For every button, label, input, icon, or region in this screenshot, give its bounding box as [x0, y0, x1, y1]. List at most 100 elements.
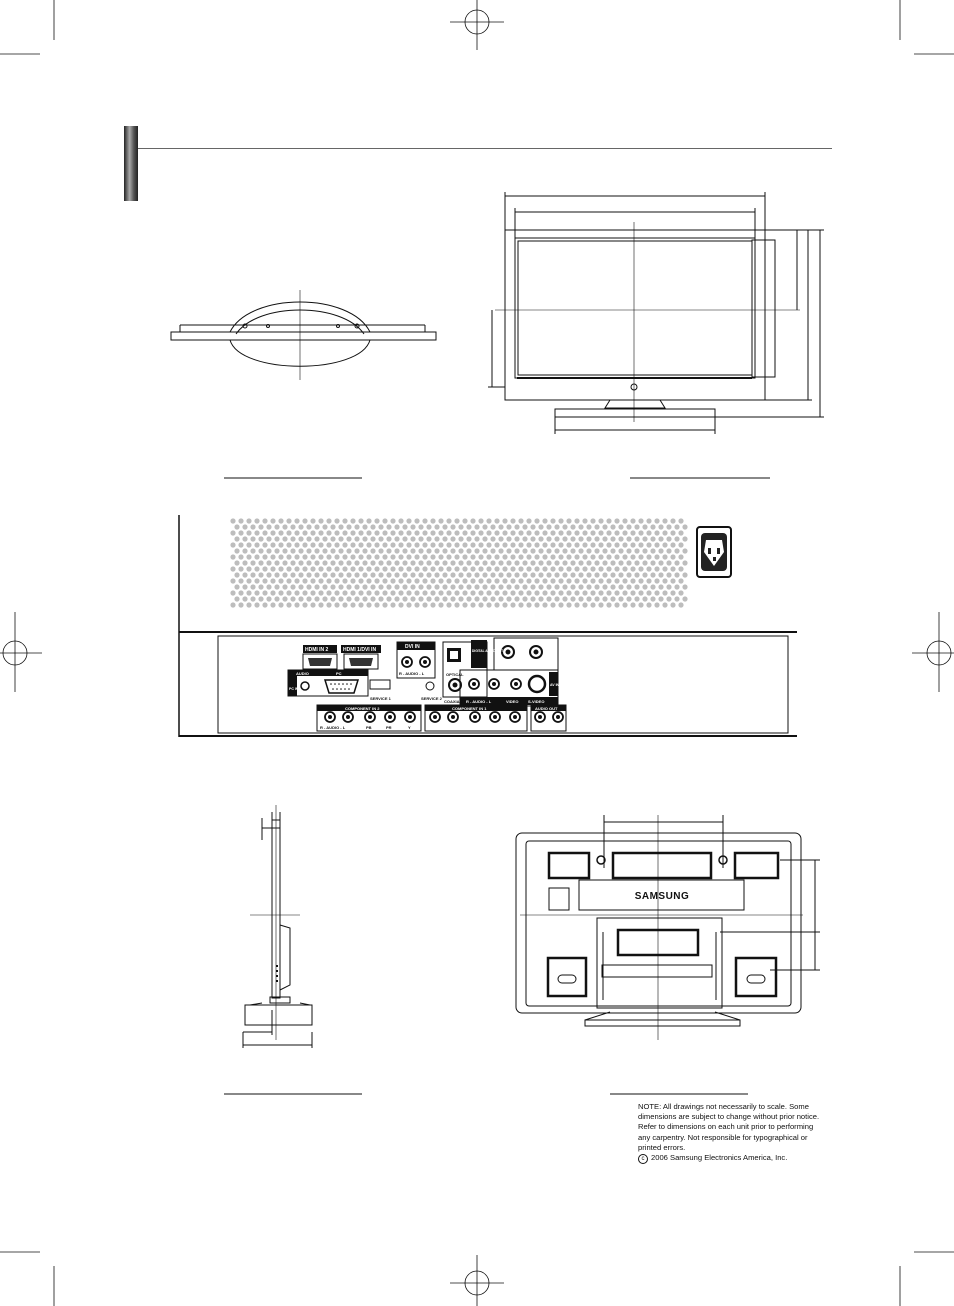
vent-dot — [586, 560, 592, 566]
vent-dot — [230, 590, 236, 596]
vent-dot — [426, 596, 432, 602]
vent-dot — [414, 518, 420, 524]
vent-dot — [250, 596, 256, 602]
vent-dot — [574, 602, 580, 608]
vent-dot — [254, 578, 260, 584]
vent-dot — [374, 602, 380, 608]
vent-dot — [362, 596, 368, 602]
vent-dot — [406, 518, 412, 524]
vent-dot — [550, 578, 556, 584]
vent-dot — [286, 518, 292, 524]
vent-dot — [410, 596, 416, 602]
vent-dot — [546, 572, 552, 578]
vent-dot — [258, 548, 264, 554]
vent-dot — [402, 596, 408, 602]
vent-dot — [406, 566, 412, 572]
vent-dot — [610, 524, 616, 530]
vent-dot — [482, 524, 488, 530]
vent-dot — [518, 590, 524, 596]
vent-dot — [278, 566, 284, 572]
vent-dot — [246, 542, 252, 548]
vent-dot — [670, 578, 676, 584]
vent-dot — [634, 560, 640, 566]
vent-dot — [586, 548, 592, 554]
vent-dot — [490, 596, 496, 602]
vent-dot — [358, 590, 364, 596]
vent-dot — [502, 542, 508, 548]
vent-dot — [366, 602, 372, 608]
vent-dot — [294, 602, 300, 608]
vent-dot — [258, 584, 264, 590]
vent-dot — [330, 584, 336, 590]
vent-dot — [674, 548, 680, 554]
vent-dot — [506, 572, 512, 578]
vent-dot — [542, 518, 548, 524]
vent-dot — [674, 524, 680, 530]
vent-dot — [642, 536, 648, 542]
vent-dot — [494, 542, 500, 548]
vent-dot — [358, 602, 364, 608]
vent-dot — [518, 530, 524, 536]
vent-dot — [494, 590, 500, 596]
vent-dot — [454, 602, 460, 608]
vent-dot — [374, 554, 380, 560]
vent-dot — [358, 566, 364, 572]
vent-dot — [374, 566, 380, 572]
vent-dot — [662, 590, 668, 596]
vent-dot — [446, 542, 452, 548]
vent-dot — [450, 596, 456, 602]
vent-dot — [622, 578, 628, 584]
vent-dot — [470, 518, 476, 524]
vent-dot — [386, 548, 392, 554]
vent-dot — [478, 590, 484, 596]
vent-dot — [342, 566, 348, 572]
vent-dot — [290, 536, 296, 542]
vent-dot — [270, 602, 276, 608]
vent-dot — [438, 578, 444, 584]
vent-dot — [382, 590, 388, 596]
vent-dot — [278, 530, 284, 536]
vent-dot — [614, 590, 620, 596]
vent-dot — [414, 566, 420, 572]
vent-dot — [354, 560, 360, 566]
vent-dot — [502, 554, 508, 560]
vent-dot — [570, 584, 576, 590]
vent-dot — [562, 584, 568, 590]
vent-dot — [290, 548, 296, 554]
vent-dot — [250, 584, 256, 590]
vent-dot — [426, 572, 432, 578]
vent-dot — [350, 530, 356, 536]
vent-dot — [606, 578, 612, 584]
vent-dot — [510, 542, 516, 548]
vent-dot — [662, 542, 668, 548]
vent-dot — [358, 530, 364, 536]
vent-dot — [378, 548, 384, 554]
vent-dot — [286, 530, 292, 536]
vent-dot — [510, 554, 516, 560]
vent-dot — [550, 542, 556, 548]
vent-dot — [634, 596, 640, 602]
label-hdmi1: HDMI 1/DVI IN — [343, 647, 376, 653]
vent-dot — [434, 524, 440, 530]
vent-dot — [590, 566, 596, 572]
vent-dot — [566, 578, 572, 584]
vent-dot — [554, 596, 560, 602]
vent-dot — [458, 560, 464, 566]
vent-dot — [458, 572, 464, 578]
vent-dot — [418, 524, 424, 530]
vent-dot — [554, 560, 560, 566]
vent-dot — [250, 524, 256, 530]
vent-dot — [290, 560, 296, 566]
vent-dot — [530, 584, 536, 590]
vent-dot — [350, 566, 356, 572]
vent-dot — [230, 566, 236, 572]
vent-dot — [590, 578, 596, 584]
vent-dot — [650, 572, 656, 578]
vent-dot — [246, 530, 252, 536]
vent-dot — [426, 536, 432, 542]
vent-dot — [494, 554, 500, 560]
vent-dot — [294, 518, 300, 524]
vent-dot — [534, 554, 540, 560]
vent-dot — [522, 548, 528, 554]
